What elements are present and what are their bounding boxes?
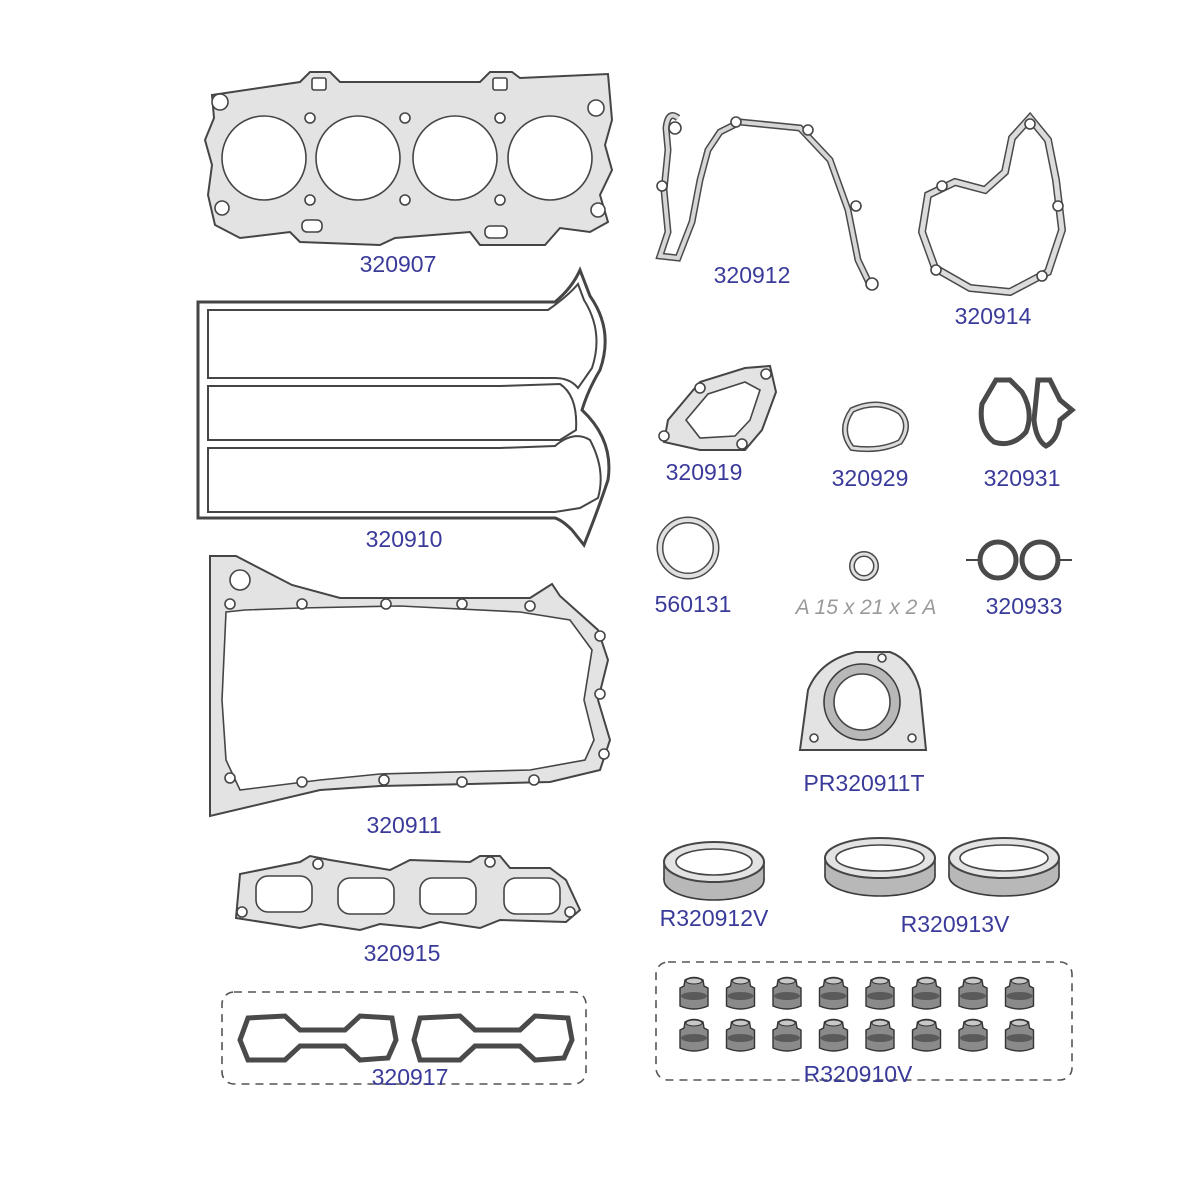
label-R320913V: R320913V: [901, 911, 1010, 937]
valve-stem-seal: [911, 1018, 942, 1052]
valve-stem-seal: [958, 1018, 988, 1052]
label-320929: 320929: [832, 465, 909, 491]
valve-stem-seal: [818, 976, 849, 1010]
label-320919: 320919: [666, 459, 743, 485]
twin-ring-gasket: [966, 539, 1072, 581]
label-320912: 320912: [714, 262, 791, 288]
valve-stem-seal: [679, 1018, 709, 1052]
label-320911: 320911: [366, 812, 441, 838]
valve-stem-seal-group-box: [655, 961, 1073, 1081]
label-R320910V: R320910V: [804, 1061, 913, 1087]
oil-pan-gasket: [209, 555, 612, 818]
label-320914: 320914: [955, 303, 1032, 329]
label-560131: 560131: [655, 591, 732, 617]
shaped-seal-pair: [978, 377, 1076, 449]
intake-manifold-gasket-right: [411, 1013, 575, 1063]
cylinder-head-gasket: [203, 71, 614, 247]
oil-seal-rear-a: [824, 837, 936, 897]
valve-stem-seal: [865, 976, 895, 1010]
valve-stem-seal: [818, 1018, 849, 1052]
oil-seal-rear-b: [948, 837, 1060, 897]
valve-stem-seal: [911, 976, 942, 1010]
rear-main-seal-housing: [798, 651, 928, 751]
label-320917: 320917: [372, 1064, 449, 1090]
water-pump-gasket: [917, 111, 1067, 297]
label-320907: 320907: [360, 251, 437, 277]
label-320931: 320931: [984, 465, 1061, 491]
label-320910: 320910: [366, 526, 443, 552]
valve-cover-gasket: [196, 266, 611, 548]
valve-stem-seal: [1004, 1018, 1035, 1052]
valve-stem-seal: [1004, 976, 1035, 1010]
intake-manifold-gasket-left: [237, 1013, 399, 1063]
intake-gasket-group-box: [221, 991, 587, 1085]
valve-stem-seal: [679, 976, 709, 1010]
rounded-triangle-gasket: [842, 401, 909, 453]
valve-stem-seal: [958, 976, 988, 1010]
valve-stem-seal-set: [679, 976, 1035, 1052]
thermostat-housing-gasket: [658, 364, 778, 451]
o-ring-large: [656, 516, 720, 580]
valve-stem-seal: [725, 976, 756, 1010]
label-PR320911T: PR320911T: [803, 770, 924, 796]
oil-seal-front: [663, 841, 765, 901]
label-320933: 320933: [986, 593, 1063, 619]
valve-stem-seal: [865, 1018, 895, 1052]
exhaust-manifold-gasket: [234, 854, 582, 932]
label-R320912V: R320912V: [660, 905, 769, 931]
timing-cover-gasket: [655, 112, 879, 291]
valve-stem-seal: [772, 1018, 802, 1052]
valve-stem-seal: [725, 1018, 756, 1052]
small-washer: [849, 551, 879, 581]
label-320915: 320915: [364, 940, 441, 966]
valve-stem-seal: [772, 976, 802, 1010]
label-washer-size: A 15 x 21 x 2 A: [794, 596, 937, 619]
